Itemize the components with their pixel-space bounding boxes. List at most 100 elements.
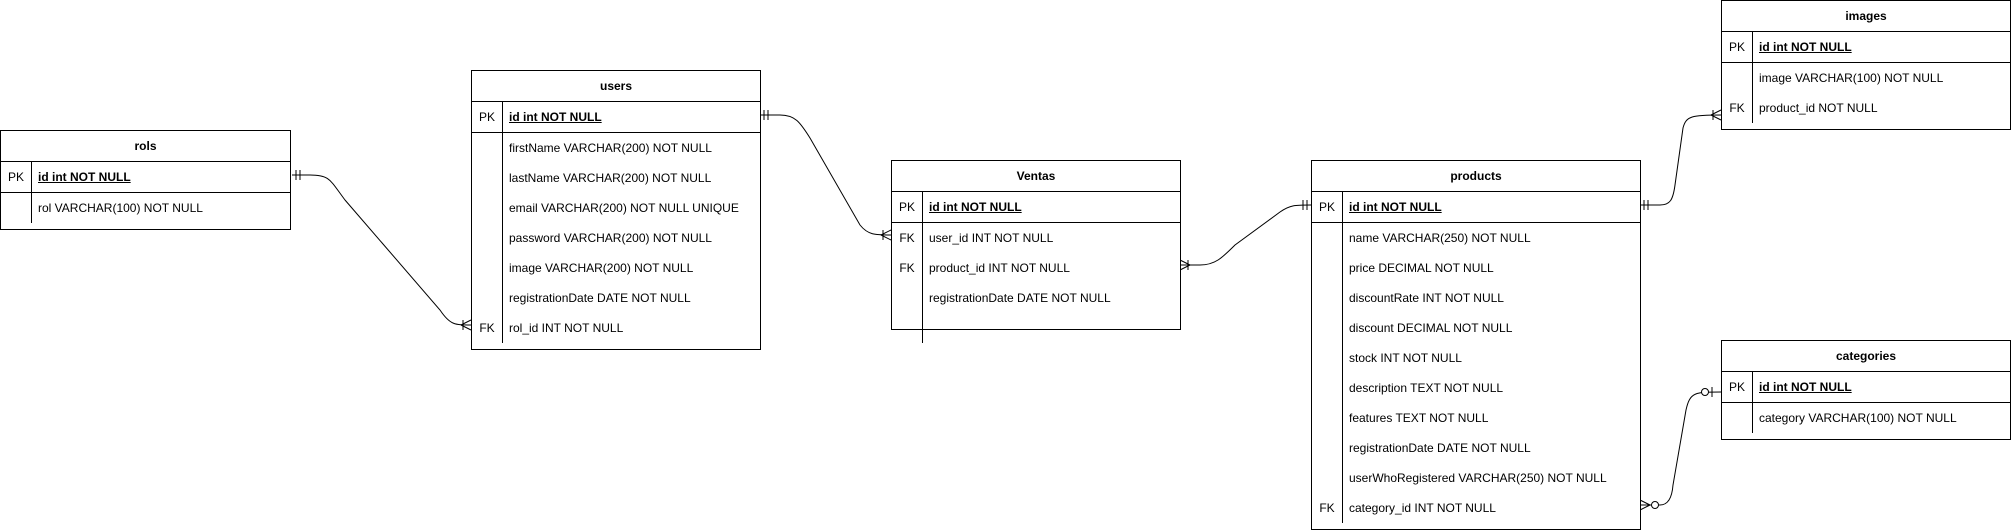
attribute-row: rol VARCHAR(100) NOT NULL [1, 193, 290, 223]
attribute-field: registrationDate DATE NOT NULL [1349, 441, 1531, 455]
attribute-field: price DECIMAL NOT NULL [1349, 261, 1494, 275]
key-label: PK [7, 170, 24, 184]
pk-field: id int NOT NULL [929, 200, 1022, 214]
attribute-row: stock INT NOT NULL [1312, 343, 1640, 373]
attribute-field: discount DECIMAL NOT NULL [1349, 321, 1513, 335]
attributes-section: category VARCHAR(100) NOT NULL [1722, 403, 2010, 433]
attribute-field: discountRate INT NOT NULL [1349, 291, 1504, 305]
entity-title: categories [1722, 341, 2010, 372]
attribute-row: image VARCHAR(200) NOT NULL [472, 253, 760, 283]
attribute-row: registrationDate DATE NOT NULL [892, 283, 1180, 313]
key-label: PK [478, 110, 495, 124]
entity-title: rols [1, 131, 290, 162]
attribute-field: category VARCHAR(100) NOT NULL [1759, 411, 1957, 425]
attribute-field: features TEXT NOT NULL [1349, 411, 1489, 425]
pk-field: id int NOT NULL [1759, 40, 1852, 54]
entity-title: images [1722, 1, 2010, 32]
key-label [892, 313, 922, 343]
key-label [1722, 403, 1752, 433]
key-label: FK [1729, 101, 1745, 115]
relationship-ventas-products [1179, 200, 1312, 271]
attribute-row: password VARCHAR(200) NOT NULL [472, 223, 760, 253]
key-label [1312, 313, 1342, 343]
pk-field: id int NOT NULL [1759, 380, 1852, 394]
pk-row: PK id int NOT NULL [1722, 372, 2010, 402]
attribute-field [922, 313, 929, 343]
key-label: FK [1319, 501, 1335, 515]
attribute-field: name VARCHAR(250) NOT NULL [1349, 231, 1531, 245]
pk-row: PK id int NOT NULL [1312, 192, 1640, 222]
attribute-field: registrationDate DATE NOT NULL [929, 291, 1111, 305]
relationship-products-images [1640, 109, 1722, 210]
attribute-field: description TEXT NOT NULL [1349, 381, 1504, 395]
attribute-row: FK product_id NOT NULL [1722, 93, 2010, 123]
attribute-field: product_id INT NOT NULL [929, 261, 1070, 275]
attributes-section: FK user_id INT NOT NULL FK product_id INT … [892, 223, 1180, 343]
key-label: FK [899, 231, 915, 245]
attribute-field: email VARCHAR(200) NOT NULL UNIQUE [509, 201, 739, 215]
entity-ventas[interactable]: Ventas PK id int NOT NULL FK user_id INT … [891, 160, 1181, 343]
key-label [472, 223, 502, 253]
attribute-field: user_id INT NOT NULL [929, 231, 1054, 245]
attribute-row: lastName VARCHAR(200) NOT NULL [472, 163, 760, 193]
attribute-field: lastName VARCHAR(200) NOT NULL [509, 171, 712, 185]
key-label [1312, 403, 1342, 433]
entity-users[interactable]: users PK id int NOT NULL firstName VARCH… [471, 70, 761, 350]
attribute-row [892, 313, 1180, 343]
attribute-row: category VARCHAR(100) NOT NULL [1722, 403, 2010, 433]
key-label [472, 283, 502, 313]
pk-section: PK id int NOT NULL [472, 102, 760, 133]
key-label [1312, 283, 1342, 313]
key-label: FK [899, 261, 915, 275]
key-label: PK [1728, 380, 1745, 394]
entity-products[interactable]: products PK id int NOT NULL name VARCHAR… [1311, 160, 1641, 530]
key-label [472, 253, 502, 283]
attribute-row: registrationDate DATE NOT NULL [472, 283, 760, 313]
pk-row: PK id int NOT NULL [892, 192, 1180, 222]
attribute-row: image VARCHAR(100) NOT NULL [1722, 63, 2010, 93]
key-label [1312, 463, 1342, 493]
pk-row: PK id int NOT NULL [1, 162, 290, 192]
attribute-field: image VARCHAR(100) NOT NULL [1759, 71, 1944, 85]
entity-title: products [1312, 161, 1640, 192]
attribute-field: userWhoRegistered VARCHAR(250) NOT NULL [1349, 471, 1607, 485]
key-label [472, 133, 502, 163]
attribute-row: email VARCHAR(200) NOT NULL UNIQUE [472, 193, 760, 223]
attribute-field: category_id INT NOT NULL [1349, 501, 1496, 515]
key-label [1312, 253, 1342, 283]
attribute-row: price DECIMAL NOT NULL [1312, 253, 1640, 283]
attribute-row: name VARCHAR(250) NOT NULL [1312, 223, 1640, 253]
key-label: PK [1318, 200, 1335, 214]
pk-section: PK id int NOT NULL [892, 192, 1180, 223]
entity-rols[interactable]: rols PK id int NOT NULL rol VARCHAR(100)… [0, 130, 291, 230]
attribute-field: image VARCHAR(200) NOT NULL [509, 261, 694, 275]
key-label [1312, 373, 1342, 403]
entity-categories[interactable]: categories PK id int NOT NULL category V… [1721, 340, 2011, 440]
attribute-field: firstName VARCHAR(200) NOT NULL [509, 141, 712, 155]
attribute-row: registrationDate DATE NOT NULL [1312, 433, 1640, 463]
attribute-field: registrationDate DATE NOT NULL [509, 291, 691, 305]
key-label [1, 193, 31, 223]
pk-field: id int NOT NULL [509, 110, 602, 124]
entity-title: Ventas [892, 161, 1180, 192]
entity-images[interactable]: images PK id int NOT NULL image VARCHAR(… [1721, 0, 2011, 130]
attributes-section: image VARCHAR(100) NOT NULL FK product_id… [1722, 63, 2010, 123]
attribute-field: product_id NOT NULL [1759, 101, 1878, 115]
entity-title: users [472, 71, 760, 102]
key-label [1312, 343, 1342, 373]
relationship-products-categories [1639, 387, 1722, 511]
attribute-row: FK category_id INT NOT NULL [1312, 493, 1640, 523]
pk-row: PK id int NOT NULL [1722, 32, 2010, 62]
key-label [472, 163, 502, 193]
attributes-section: firstName VARCHAR(200) NOT NULL lastName… [472, 133, 760, 343]
attribute-field: rol VARCHAR(100) NOT NULL [38, 201, 203, 215]
pk-section: PK id int NOT NULL [1722, 372, 2010, 403]
pk-row: PK id int NOT NULL [472, 102, 760, 132]
key-label: PK [1728, 40, 1745, 54]
attribute-row: discountRate INT NOT NULL [1312, 283, 1640, 313]
attribute-row: userWhoRegistered VARCHAR(250) NOT NULL [1312, 463, 1640, 493]
attribute-row: discount DECIMAL NOT NULL [1312, 313, 1640, 343]
attributes-section: name VARCHAR(250) NOT NULL price DECIMAL… [1312, 223, 1640, 523]
attribute-row: FK user_id INT NOT NULL [892, 223, 1180, 253]
